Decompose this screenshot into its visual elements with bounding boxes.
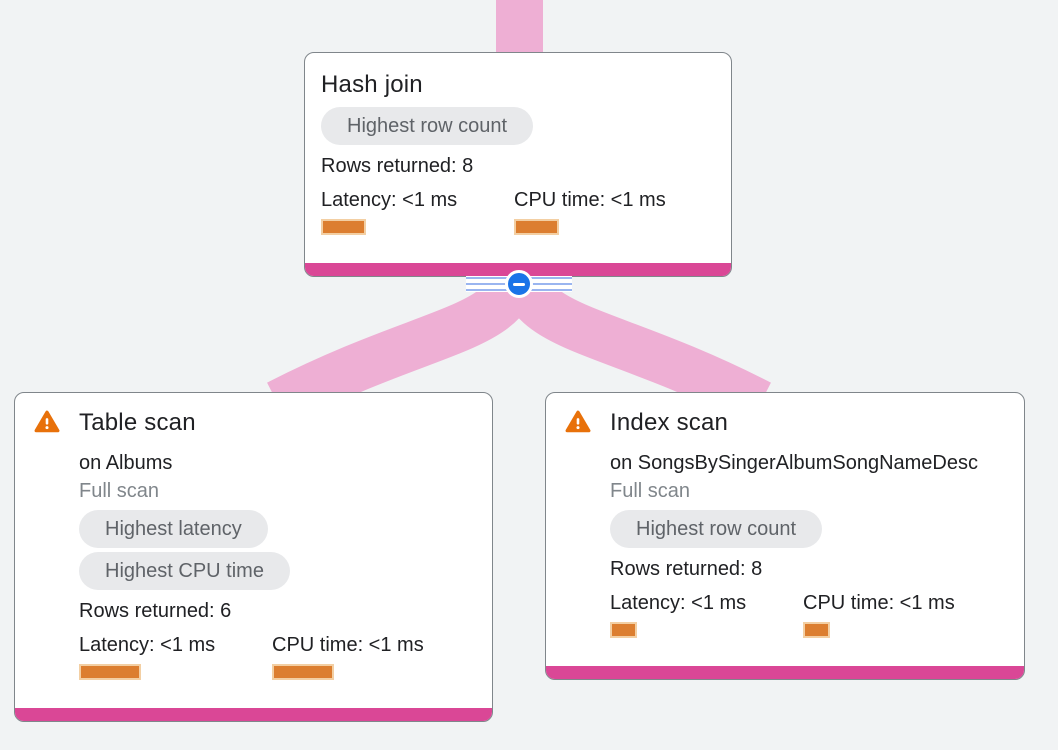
metrics-row: Latency: <1 ms CPU time: <1 ms xyxy=(610,590,1008,638)
rows-returned-text: Rows returned: 8 xyxy=(321,155,474,177)
badge-highest-latency: Highest latency xyxy=(79,510,268,548)
cpu-time-label: CPU time: <1 ms xyxy=(803,592,955,614)
warning-icon xyxy=(565,410,591,434)
cpu-time-label: CPU time: <1 ms xyxy=(272,634,424,656)
rows-returned-text: Rows returned: 6 xyxy=(79,600,232,622)
badge-list: Highest latency Highest CPU time xyxy=(79,510,476,590)
scan-type-text: Full scan xyxy=(79,480,160,502)
latency-label: Latency: <1 ms xyxy=(79,634,216,656)
latency-label: Latency: <1 ms xyxy=(321,189,458,211)
node-title: Table scan xyxy=(79,409,196,436)
metrics-row: Latency: <1 ms CPU time: <1 ms xyxy=(79,632,476,680)
edge-parent-to-hash-join xyxy=(496,0,543,56)
minus-icon xyxy=(513,282,525,286)
node-title: Index scan xyxy=(610,409,729,436)
cpu-time-metric: CPU time: <1 ms xyxy=(272,632,465,680)
node-accent-bar xyxy=(305,263,731,276)
cpu-time-bar xyxy=(514,219,559,235)
cpu-time-metric: CPU time: <1 ms xyxy=(514,187,707,235)
node-target: on Albums xyxy=(79,452,173,474)
collapse-button[interactable] xyxy=(505,270,533,298)
node-accent-bar xyxy=(546,666,1024,679)
latency-bar xyxy=(79,664,141,680)
node-target: on SongsBySingerAlbumSongNameDesc xyxy=(610,452,978,474)
badge-highest-row-count: Highest row count xyxy=(610,510,823,548)
latency-metric: Latency: <1 ms xyxy=(79,632,272,680)
collapse-children-control[interactable] xyxy=(466,270,572,298)
plan-node-hash-join[interactable]: Hash join Highest row count Rows returne… xyxy=(304,52,732,277)
plan-node-index-scan[interactable]: Index scan on SongsBySingerAlbumSongName… xyxy=(545,392,1025,680)
badge-highest-row-count: Highest row count xyxy=(321,107,534,145)
latency-bar xyxy=(321,219,366,235)
node-accent-bar xyxy=(15,708,492,721)
cpu-time-bar xyxy=(803,622,830,638)
badge-list: Highest row count xyxy=(610,510,1008,548)
scan-type-text: Full scan xyxy=(610,480,691,502)
node-title: Hash join xyxy=(321,71,423,98)
latency-metric: Latency: <1 ms xyxy=(321,187,514,235)
metrics-row: Latency: <1 ms CPU time: <1 ms xyxy=(321,187,715,235)
cpu-time-bar xyxy=(272,664,334,680)
rows-returned-text: Rows returned: 8 xyxy=(610,558,763,580)
latency-label: Latency: <1 ms xyxy=(610,592,747,614)
badge-list: Highest row count xyxy=(321,107,715,145)
latency-metric: Latency: <1 ms xyxy=(610,590,803,638)
plan-node-table-scan[interactable]: Table scan on Albums Full scan Highest l… xyxy=(14,392,493,722)
cpu-time-metric: CPU time: <1 ms xyxy=(803,590,996,638)
warning-icon xyxy=(34,410,60,434)
cpu-time-label: CPU time: <1 ms xyxy=(514,189,666,211)
badge-highest-cpu-time: Highest CPU time xyxy=(79,552,290,590)
latency-bar xyxy=(610,622,637,638)
